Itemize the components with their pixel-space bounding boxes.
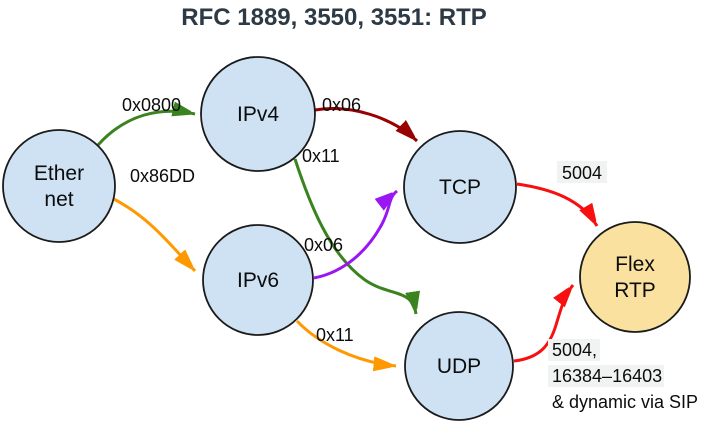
node-ipv6-label: IPv6	[237, 269, 279, 292]
edge-tcp-flexrtp	[516, 182, 599, 227]
edge-ipv4-udp	[293, 158, 416, 315]
label-bg-range	[548, 365, 664, 387]
node-tcp	[403, 130, 517, 244]
node-ipv6	[202, 224, 314, 336]
node-udp-label: UDP	[437, 355, 481, 378]
diagram-title: RFC 1889, 3550, 3551: RTP	[181, 4, 487, 31]
edge-label-proto-tcp-v6: 0x06	[304, 235, 343, 255]
edge-label-proto-tcp-v4: 0x06	[322, 95, 361, 115]
edge-ethernet-ipv6	[109, 195, 197, 271]
edge-ethernet-ipv4	[96, 111, 196, 147]
node-ethernet	[2, 129, 116, 243]
edge-label-ethertype-ipv4: 0x0800	[122, 95, 181, 115]
label-bg-5004	[557, 161, 607, 183]
edge-label-udp-ports: 5004,16384–16403& dynamic via SIP	[552, 340, 698, 412]
node-udp	[404, 311, 514, 421]
edge-udp-flexrtp	[513, 285, 575, 363]
label-bg-5004b	[548, 339, 600, 361]
edge-ipv4-tcp	[314, 107, 417, 143]
edge-label-tcp-port: 5004	[562, 163, 602, 183]
node-tcp-label: TCP	[439, 176, 481, 199]
edge-label-proto-udp-v4: 0x11	[302, 146, 340, 166]
edge-label-proto-udp-v6: 0x11	[316, 325, 354, 345]
node-flex-rtp	[579, 221, 691, 333]
node-ipv4-label: IPv4	[237, 103, 279, 126]
edge-label-ethertype-ipv6: 0x86DD	[130, 166, 195, 186]
node-ipv4	[200, 56, 316, 172]
edge-ipv6-tcp	[313, 189, 397, 280]
edge-ipv6-udp	[295, 319, 397, 366]
